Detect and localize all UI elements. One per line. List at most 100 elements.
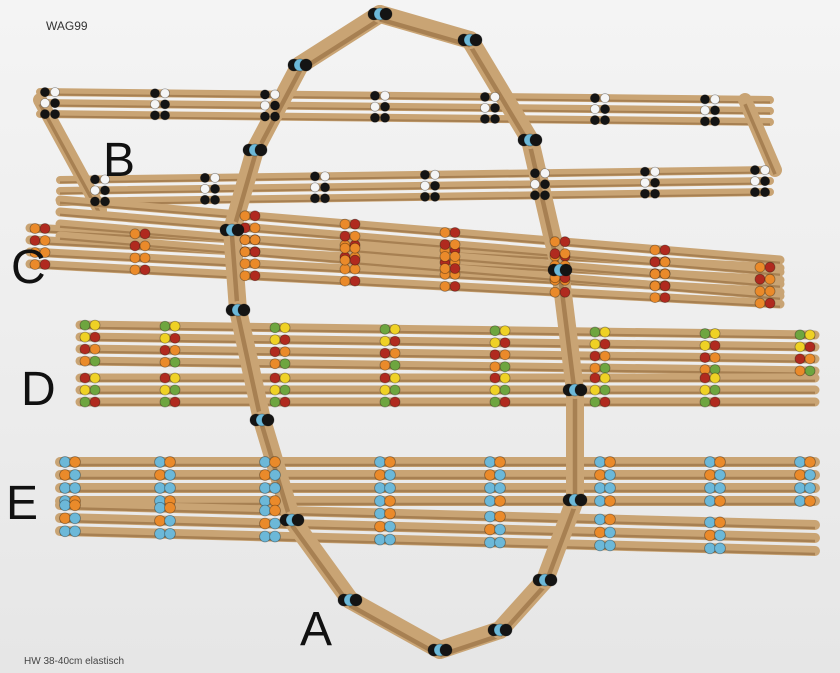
bead <box>494 469 506 481</box>
bead <box>261 413 275 427</box>
bead <box>59 525 71 538</box>
bead <box>604 456 616 468</box>
bead <box>260 89 270 100</box>
bead <box>210 194 220 205</box>
bead <box>349 593 363 607</box>
bead <box>279 322 291 334</box>
bead <box>269 372 281 384</box>
bead <box>339 263 351 275</box>
bead <box>159 372 171 384</box>
bamboo-shade <box>298 17 382 73</box>
bead <box>604 482 616 494</box>
band-row-tube <box>75 320 820 340</box>
bead <box>89 355 101 367</box>
bead <box>154 501 166 514</box>
bead <box>349 242 361 254</box>
bead <box>714 456 726 468</box>
bead <box>374 520 386 533</box>
bead <box>339 275 351 287</box>
bead <box>339 242 351 254</box>
bead <box>159 356 171 368</box>
bead <box>700 105 710 116</box>
label-e: E <box>6 477 39 530</box>
bead <box>559 248 571 260</box>
bead <box>420 191 430 202</box>
bead <box>79 355 91 367</box>
bead <box>764 273 776 285</box>
bead <box>379 7 393 21</box>
bead <box>754 285 766 297</box>
bead <box>384 520 396 533</box>
bead <box>231 223 245 237</box>
bead <box>594 495 606 507</box>
bead <box>589 362 601 374</box>
bead <box>430 169 440 180</box>
bead <box>449 251 461 262</box>
bead <box>239 270 251 282</box>
bead <box>200 194 210 205</box>
bead <box>649 256 661 268</box>
bead <box>239 234 251 246</box>
bead <box>449 227 461 238</box>
bead <box>200 183 210 194</box>
bead <box>794 469 806 481</box>
bead <box>154 456 166 468</box>
bead <box>349 218 361 230</box>
bead <box>794 329 806 341</box>
bead <box>709 372 721 384</box>
bead <box>89 396 101 408</box>
bead <box>370 101 380 112</box>
bead <box>79 343 91 355</box>
bead <box>804 329 816 341</box>
bead <box>640 177 650 188</box>
bead <box>40 109 50 120</box>
bead <box>239 210 251 222</box>
bamboo-shade <box>59 532 816 556</box>
bead <box>384 482 396 494</box>
bead <box>349 254 361 266</box>
bead <box>590 104 600 115</box>
bead <box>704 482 716 494</box>
bead <box>489 325 501 337</box>
bead <box>549 248 561 260</box>
bead <box>420 169 430 180</box>
bead <box>650 166 660 177</box>
bead <box>540 179 550 190</box>
bead <box>291 513 305 527</box>
bead <box>700 94 710 105</box>
bead <box>594 513 606 526</box>
label-c: C <box>11 241 46 294</box>
label-d: D <box>21 363 56 416</box>
bead <box>804 341 816 353</box>
bead <box>129 240 141 252</box>
beads <box>29 7 816 657</box>
bead <box>714 516 726 529</box>
bead <box>69 482 81 494</box>
bead <box>374 482 386 494</box>
bead <box>269 469 281 481</box>
bead <box>389 372 401 384</box>
bead <box>489 372 501 384</box>
bead <box>794 495 806 507</box>
bead <box>764 297 776 309</box>
band-row-tube <box>55 513 820 543</box>
bead <box>589 384 601 396</box>
bead <box>150 88 160 99</box>
bead <box>804 456 816 468</box>
bead <box>159 320 171 332</box>
bead <box>494 456 506 468</box>
bead <box>79 396 91 408</box>
bead <box>650 177 660 188</box>
bead <box>530 168 540 179</box>
bead <box>699 340 711 351</box>
bead <box>164 482 176 494</box>
bead <box>600 115 610 126</box>
band-row-tube <box>55 526 820 556</box>
bead <box>374 456 386 468</box>
bead <box>139 228 151 240</box>
bead <box>169 372 181 384</box>
bead <box>160 110 170 121</box>
bamboo-shade <box>59 225 781 288</box>
bead <box>384 507 396 520</box>
